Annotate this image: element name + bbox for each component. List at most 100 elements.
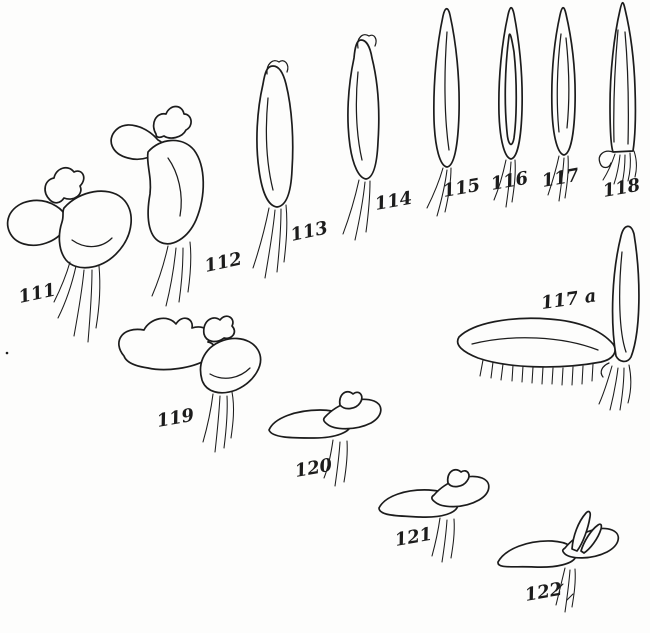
- plumule: [446, 468, 470, 488]
- root-hair: [323, 439, 334, 479]
- figure-label-118: 118: [601, 175, 642, 202]
- root-hair: [621, 154, 626, 185]
- plumule: [202, 315, 236, 343]
- root-hair: [178, 247, 184, 303]
- root-hair: [165, 247, 177, 307]
- seedling-body: [256, 65, 294, 208]
- root-hair: [558, 157, 565, 202]
- roots: [555, 567, 576, 613]
- root-hair: [505, 161, 512, 208]
- figure-115: 115: [426, 7, 482, 217]
- figure-121: 121: [378, 468, 490, 563]
- root-hair: [431, 517, 441, 557]
- seedling-body: [432, 7, 461, 168]
- root-hair: [564, 569, 571, 613]
- root-hair: [633, 150, 637, 178]
- root-hair: [354, 181, 366, 241]
- roots: [342, 179, 371, 241]
- root-hair: [426, 167, 444, 209]
- seedling-body: [347, 39, 380, 180]
- root-hair: [276, 208, 282, 273]
- figure-118: 118: [598, 1, 642, 202]
- plumule: [152, 105, 192, 139]
- root-hair: [187, 241, 192, 293]
- root-hair: [283, 204, 288, 263]
- figure-label-111: 111: [17, 280, 58, 308]
- root-hair: [151, 245, 169, 297]
- plumule: [338, 390, 363, 410]
- root-hair: [223, 395, 228, 449]
- figure-116: 116: [489, 6, 530, 208]
- body-fold-line: [167, 157, 182, 217]
- tip-hook: [357, 34, 377, 49]
- seedling-body: [550, 6, 577, 156]
- roots: [547, 155, 569, 202]
- fringe-hair: [479, 359, 484, 377]
- inner-line-left: [556, 33, 562, 133]
- figure-label-117a: 117 a: [540, 285, 598, 314]
- root-hair: [571, 568, 576, 608]
- root-hair: [87, 269, 93, 343]
- root-hair: [214, 395, 221, 453]
- cotyledon-fold-line: [71, 237, 113, 248]
- figure-122: 122: [497, 510, 620, 613]
- roots: [431, 517, 455, 563]
- seedling-body: [609, 1, 637, 153]
- cotyledon-fold-line: [209, 367, 251, 379]
- figure-113: 113: [252, 60, 330, 279]
- root-hair: [627, 364, 632, 404]
- root-hair: [95, 265, 101, 329]
- root-hair: [602, 153, 616, 181]
- roots: [252, 204, 288, 279]
- root-hair: [609, 367, 619, 411]
- tip-hook: [266, 60, 289, 75]
- root-hair: [555, 583, 564, 592]
- figure-label-121: 121: [393, 524, 434, 551]
- figure-112: 112: [110, 105, 244, 307]
- root-hair: [436, 169, 448, 217]
- figure-label-119: 119: [155, 405, 196, 432]
- root-hair: [619, 367, 625, 411]
- fringe-hair: [561, 367, 564, 386]
- inner-line-right: [565, 37, 570, 129]
- fringe-hair: [551, 367, 554, 385]
- horizontal-cotyledon: [456, 317, 616, 368]
- cotyledon-inner-line: [471, 337, 599, 351]
- fringe-hair: [591, 363, 594, 382]
- figure-111: 111: [6, 166, 133, 343]
- root-hair: [547, 155, 560, 196]
- figure-120: 120: [268, 390, 382, 487]
- root-hair: [441, 519, 448, 563]
- inner-leaf: [504, 33, 518, 146]
- right-cotyledon: [58, 190, 133, 269]
- roots: [598, 362, 632, 411]
- figure-label-116: 116: [489, 168, 530, 195]
- roots: [202, 391, 235, 453]
- root-hair: [264, 209, 276, 279]
- plumule: [44, 166, 85, 204]
- fringe-hair: [490, 361, 494, 379]
- base-hook: [598, 150, 614, 169]
- root-hair: [598, 365, 613, 405]
- ink-speck: [5, 351, 9, 355]
- root-hair: [365, 180, 371, 233]
- root-hair: [342, 179, 360, 235]
- roots: [426, 167, 452, 217]
- roots: [151, 241, 192, 307]
- fringe-hair: [541, 366, 544, 385]
- root-curl: [600, 362, 610, 378]
- young-leaf-short: [580, 523, 603, 554]
- root-hair: [450, 518, 455, 559]
- body-fold-line: [444, 31, 450, 151]
- fringe-hair: [571, 366, 574, 386]
- young-leaf-tall: [571, 510, 592, 552]
- roots: [602, 150, 637, 185]
- fringe-hair: [521, 365, 524, 383]
- vein-right: [624, 31, 629, 145]
- root-hair: [511, 159, 516, 203]
- figure-117a: 117 a: [456, 225, 640, 411]
- root-hair: [444, 167, 452, 213]
- body-fold-line: [355, 71, 363, 161]
- roots: [493, 159, 516, 208]
